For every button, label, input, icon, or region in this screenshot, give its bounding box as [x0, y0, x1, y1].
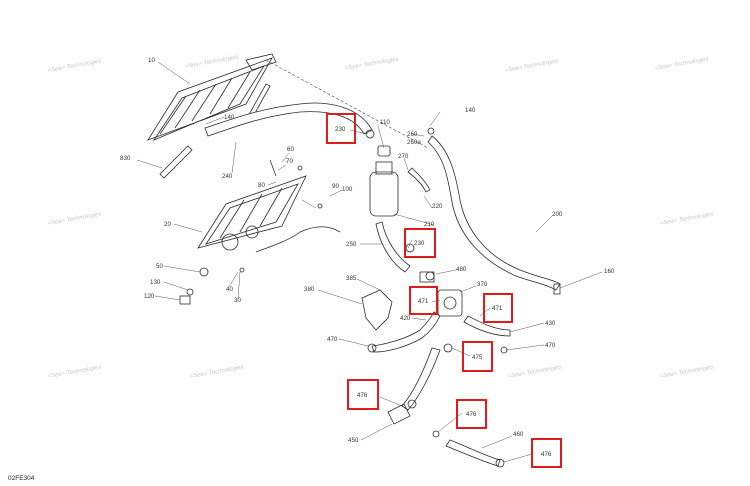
- highlight-230: 230: [414, 240, 425, 247]
- callout-30: 30: [234, 297, 241, 304]
- wire-harness: [255, 226, 341, 253]
- callout-260: 260: [407, 131, 418, 138]
- outlet-hose: [463, 315, 511, 337]
- bypass-hose: [371, 311, 441, 353]
- overflow-hose: [427, 135, 561, 291]
- watermark: <Sea> Technologies: [47, 59, 102, 74]
- leader-lines: [136, 61, 603, 463]
- callout-420: 420: [400, 315, 411, 322]
- highlight-box: [347, 379, 379, 410]
- watermark: <Sea> Technologies: [507, 365, 562, 380]
- callout-70: 70: [286, 158, 293, 165]
- callout-130: 130: [150, 279, 161, 286]
- callout-210: 210: [424, 221, 435, 228]
- watermark: <Sea> Technologies: [184, 55, 239, 70]
- mounting-bracket: [361, 289, 393, 331]
- callout-380: 380: [304, 286, 315, 293]
- watermark: <Sea> Technologies: [659, 365, 714, 380]
- highlight-box: [409, 286, 438, 315]
- tank-hose: [375, 221, 411, 273]
- highlight-471: 471: [418, 298, 429, 305]
- callout-220: 220: [432, 203, 443, 210]
- callout-470: 470: [545, 342, 556, 349]
- vent-hose: [407, 167, 431, 193]
- highlight-476: 476: [541, 451, 552, 458]
- callout-450: 450: [348, 437, 359, 444]
- thermostat-housing: [419, 271, 463, 317]
- return-hose: [445, 439, 501, 467]
- highlight-box: [404, 228, 436, 258]
- highlight-box: [456, 399, 487, 429]
- watermark: <Sea> Technologies: [344, 57, 399, 72]
- radiator: [147, 53, 277, 141]
- watermark: <Sea> Technologies: [47, 212, 102, 227]
- callout-120: 120: [144, 293, 155, 300]
- callout-240: 240: [222, 173, 233, 180]
- highlight-box: [531, 438, 562, 468]
- radiator-guide-line: [265, 59, 429, 149]
- callout-20: 20: [164, 221, 171, 228]
- callout-60: 60: [287, 146, 294, 153]
- watermark: <Sea> Technologies: [659, 212, 714, 227]
- callout-430: 430: [545, 320, 556, 327]
- callout-260a: 260a: [407, 139, 421, 146]
- highlight-476: 476: [357, 392, 368, 399]
- callout-140: 140: [465, 107, 476, 114]
- callout-110: 110: [380, 119, 390, 126]
- callout-830: 830: [120, 155, 131, 162]
- callout-40: 40: [226, 286, 233, 293]
- watermark: <Sea> Technologies: [504, 59, 559, 74]
- callout-385: 385: [346, 275, 357, 282]
- callout-80: 80: [258, 182, 265, 189]
- figure-reference: 02FE304: [8, 475, 35, 482]
- coolant-tank: [369, 145, 399, 217]
- callout-labels: 10 140 140 830 240 60 70 80 90 100 110 2…: [120, 57, 615, 444]
- callout-200: 200: [552, 211, 563, 218]
- watermark: <Sea> Technologies: [654, 57, 709, 72]
- lower-hose: [401, 347, 441, 411]
- seal-strip: [159, 145, 193, 179]
- callout-370: 370: [477, 281, 488, 288]
- callout-90: 90: [332, 183, 339, 190]
- callout-250: 250: [346, 241, 357, 248]
- highlight-box: [462, 341, 493, 372]
- callout-480: 480: [456, 266, 467, 273]
- highlight-475: 475: [472, 354, 483, 361]
- fan-assembly: [197, 159, 307, 251]
- highlight-box: [326, 113, 356, 144]
- callout-270: 270: [398, 153, 409, 160]
- highlight-230: 230: [335, 126, 346, 133]
- highlight-box: [483, 293, 513, 323]
- watermark: <Sea> Technologies: [189, 365, 244, 380]
- upper-radiator-hose: [204, 102, 373, 137]
- highlight-476: 476: [466, 411, 477, 418]
- callout-10: 10: [148, 57, 155, 64]
- callout-140: 140: [224, 114, 235, 121]
- callout-470: 470: [327, 336, 338, 343]
- callout-160: 160: [604, 268, 615, 275]
- callout-100: 100: [342, 186, 353, 193]
- highlighted-callouts: 230 230 471 471 475 476 476 476: [326, 113, 562, 468]
- t-fitting: [387, 403, 411, 425]
- watermark: <Sea> Technologies: [47, 365, 102, 380]
- watermarks: <Sea> Technologies <Sea> Technologies <S…: [47, 55, 714, 380]
- highlight-471: 471: [492, 305, 503, 312]
- callout-50: 50: [156, 263, 163, 270]
- callout-460: 460: [513, 431, 524, 438]
